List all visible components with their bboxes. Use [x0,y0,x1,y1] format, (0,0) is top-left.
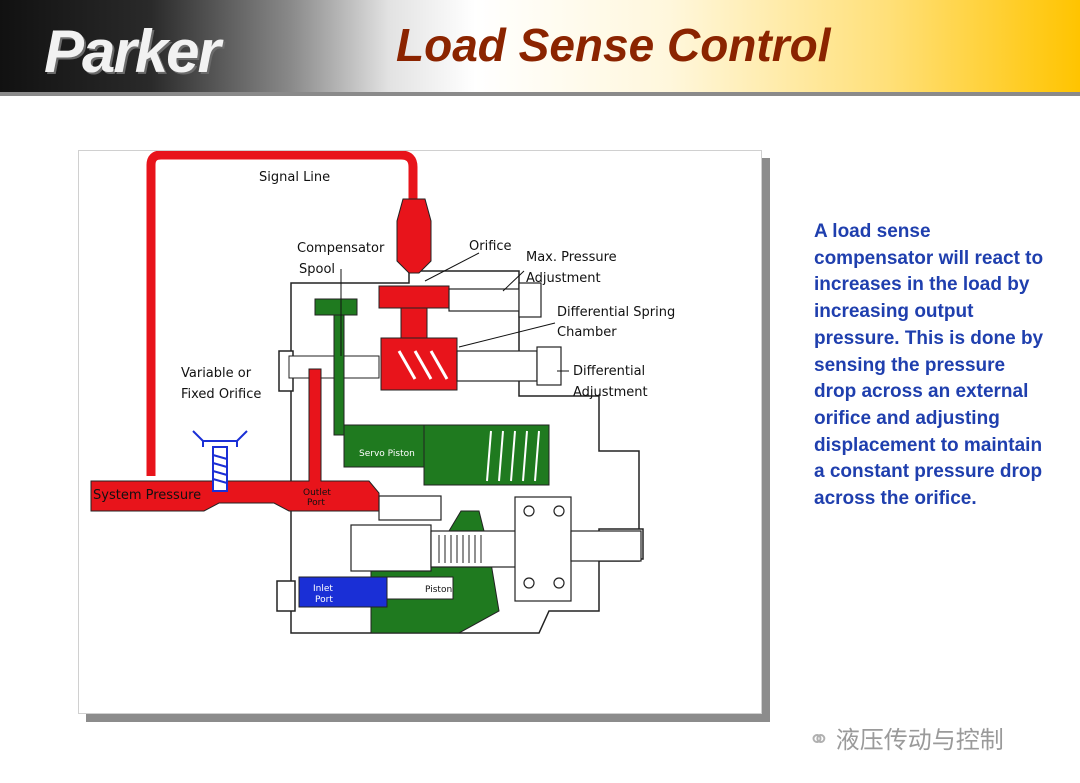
label-servo-piston: Servo Piston [359,449,415,459]
label-diff-spring-2: Chamber [557,325,617,340]
shaft-splines [438,535,482,563]
slide-title: Load Sense Control [396,19,831,71]
label-compensator-2: Spool [299,262,335,277]
label-inlet-port-1: Inlet [313,584,333,594]
system-pressure-channel [90,368,380,512]
parker-logo: Parker [44,18,221,85]
watermark: ⚭液压传动与控制 [808,720,1004,755]
watermark-text: 液压传动与控制 [835,726,1004,754]
label-compensator-1: Compensator [297,241,385,256]
description-text: A load sense compensator will react to i… [814,221,1044,510]
label-differential-2: Adjustment [573,385,648,400]
label-inlet-port-2: Port [315,595,333,605]
label-differential-1: Differential [573,364,645,379]
label-signal-line: Signal Line [259,170,330,185]
variable-orifice-valve [192,430,248,492]
signal-line [146,151,418,476]
leader-lines [340,252,569,372]
compensator-spring [397,350,449,380]
label-max-pressure-2: Adjustment [526,271,601,286]
label-diff-spring-1: Differential Spring [557,305,675,320]
differential-adjuster [456,346,562,386]
inlet-port [298,576,454,608]
label-variable-orifice-2: Fixed Orifice [181,387,261,402]
servo-spring [486,430,540,482]
label-piston: Piston [425,585,452,595]
label-variable-orifice-1: Variable or [181,366,252,381]
pump-cutaway-svg: Signal Line Compensator Spool Orifice Ma… [90,151,675,634]
outlet-port [378,495,442,521]
label-max-pressure-1: Max. Pressure [526,250,617,265]
wechat-icon: ⚭ [808,725,830,755]
pump-diagram: Signal Line Compensator Spool Orifice Ma… [78,150,762,714]
label-outlet-port-2: Port [307,498,325,508]
label-system-pressure: System Pressure [93,488,201,503]
label-outlet-port-1: Outlet [303,488,331,498]
max-pressure-adjuster [448,282,542,318]
banner-divider [0,92,1080,96]
header-banner: Parker Load Sense Control [0,0,1080,96]
label-orifice: Orifice [469,239,512,254]
bearings [523,505,565,589]
orifice-bulb [396,198,432,274]
